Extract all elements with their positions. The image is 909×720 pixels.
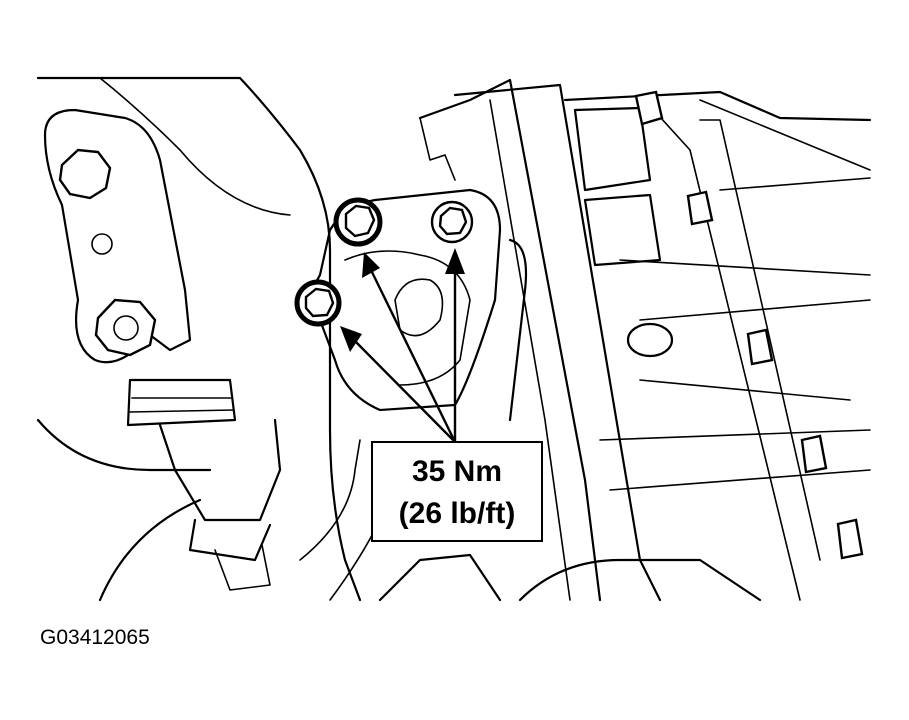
housing-diag-2 <box>619 259 871 276</box>
housing-diag-5 <box>599 429 871 441</box>
lower-support <box>378 553 502 602</box>
housing-diag-6 <box>609 469 871 491</box>
damper-nut <box>188 518 272 562</box>
bracket-slot <box>394 278 444 337</box>
engine-lower-curve <box>36 418 212 472</box>
bolt-lower-left-icon <box>294 279 342 327</box>
housing-top-line <box>699 99 871 171</box>
housing-hole-icon <box>626 322 674 358</box>
arrowhead-upper-left <box>362 252 380 278</box>
housing-edge <box>639 94 801 601</box>
housing-bolt-2-icon <box>686 190 714 226</box>
housing-diag-3 <box>639 299 871 321</box>
torque-metric: 35 Nm <box>411 455 503 488</box>
arrowhead-upper-right <box>445 248 465 274</box>
housing-bolt-3-icon <box>746 328 774 366</box>
engine-lower-curve-2 <box>98 498 202 602</box>
torque-imperial: (26 lb/ft) <box>398 497 516 530</box>
bolt-upper-right-icon <box>430 200 474 244</box>
damper-ribs <box>129 397 235 413</box>
housing-bolt-5-icon <box>836 518 864 560</box>
arm-bolt-bottom-icon <box>94 298 157 357</box>
housing-bolt-4-icon <box>800 434 828 474</box>
housing-lower <box>518 558 762 602</box>
arrowhead-lower-left <box>340 326 362 352</box>
housing-diag-1 <box>719 177 871 191</box>
damper-body <box>126 378 237 427</box>
arm-hole-icon <box>91 233 113 255</box>
engine-outline <box>36 76 362 602</box>
housing-block <box>573 106 652 192</box>
damper-bolt-lower <box>214 544 271 591</box>
frame-rail-notch <box>419 117 456 181</box>
arm-bolt-top-icon <box>58 148 112 200</box>
torque-spec-callout: 35 Nm (26 lb/ft) <box>371 441 543 542</box>
cable <box>299 439 361 561</box>
housing-diag-4 <box>639 379 851 401</box>
bolt-upper-left-icon <box>333 197 383 247</box>
damper-stem <box>158 418 282 522</box>
frame-rail-left <box>418 78 602 602</box>
leader-arrow-upper-left <box>368 267 457 443</box>
housing-bolt-1-icon <box>634 90 664 126</box>
housing-edge-2 <box>699 119 821 561</box>
housing-outline <box>563 90 872 122</box>
frame-flange <box>508 238 528 422</box>
engine-outline-inner <box>99 77 291 216</box>
frame-rail-inner <box>489 99 571 601</box>
housing-block-2 <box>583 193 662 267</box>
arm-bolt-bottom-center <box>113 315 139 341</box>
figure-id: G03412065 <box>40 626 150 649</box>
frame-rail-right <box>453 83 662 602</box>
leader-arrow-lower-left <box>351 337 456 443</box>
